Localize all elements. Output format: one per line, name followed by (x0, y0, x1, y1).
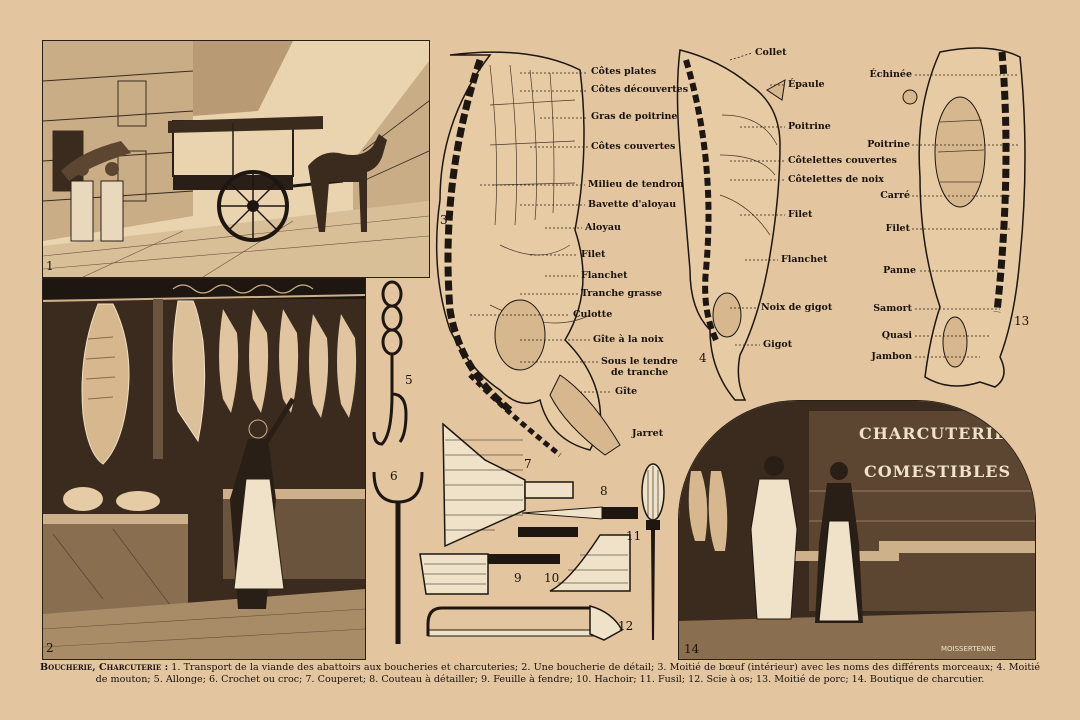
illustration-hachoir (518, 527, 631, 592)
illustration-allonge-hook (372, 280, 408, 446)
beef-label-jarret: Jarret (632, 428, 664, 439)
beef-label-cotes-plates: Côtes plates (591, 66, 657, 77)
beef-label-aloyau: Aloyau (585, 222, 621, 233)
figure-number-9: 9 (514, 571, 522, 585)
figure-number-13: 13 (1014, 314, 1030, 328)
pork-label-jambon: Jambon (871, 351, 912, 362)
pork-label-poitrine: Poitrine (867, 139, 910, 150)
pork-label-panne: Panne (883, 265, 916, 276)
beef-label-gras-de-poitrine: Gras de poitrine (591, 111, 678, 122)
figure-number-2: 2 (46, 641, 54, 655)
figure-number-14: 14 (684, 642, 700, 656)
illustration-fusil (641, 463, 665, 640)
illustration-couteau-a-detailler (521, 506, 638, 520)
shop-sign-comestibles: COMESTIBLES (864, 462, 1011, 481)
pork-label-filet: Filet (885, 223, 910, 234)
illustration-couperet (442, 422, 574, 548)
illustration-charcuterie-shop: CHARCUTERIE COMESTIBLES MOISSERTENNE (679, 401, 1035, 659)
beef-label-tranche-grasse: Tranche grasse (581, 288, 663, 299)
artist-signature: MOISSERTENNE (941, 645, 996, 653)
figure-number-1: 1 (46, 259, 54, 273)
illustration-half-pork (902, 47, 1026, 388)
mutton-label-flanchet: Flanchet (781, 254, 828, 265)
figure-number-11: 11 (626, 529, 642, 543)
panel-transport (42, 40, 430, 278)
illustration-half-beef (435, 51, 621, 457)
plate-caption: Boucherie, Charcuterie : 1. Transport de… (40, 662, 1040, 685)
panel-butcher-shop (42, 278, 366, 660)
beef-label-cotes-couvertes: Côtes couvertes (591, 141, 676, 152)
caption-lead: Boucherie, Charcuterie : (40, 662, 169, 673)
beef-label-milieu-de-tendron: Milieu de tendron (588, 179, 684, 190)
beef-label-de-tranche: de tranche (611, 367, 669, 378)
mutton-label-gigot: Gigot (763, 339, 793, 350)
beef-label-cotes-decouvertes: Côtes découvertes (591, 84, 689, 95)
pork-label-samort: Samort (873, 303, 912, 314)
illustration-butcher-shop (43, 279, 365, 659)
panel-charcuterie-shop: CHARCUTERIE COMESTIBLES MOISSERTENNE (678, 400, 1036, 660)
mutton-label-collet: Collet (755, 47, 787, 58)
mutton-label-cotelettes-de-noix: Côtelettes de noix (788, 174, 884, 185)
beef-label-gite: Gîte (615, 386, 638, 397)
figure-number-3: 3 (440, 213, 448, 227)
illustration-transport-cart (43, 41, 429, 277)
figure-number-7: 7 (524, 457, 532, 471)
figure-number-12: 12 (618, 619, 634, 633)
mutton-label-noix-de-gigot: Noix de gigot (761, 302, 833, 313)
caption-text: 1. Transport de la viande des abattoirs … (95, 662, 1040, 685)
figure-number-4: 4 (699, 351, 707, 365)
illustration-scie-a-os (426, 605, 624, 641)
beef-label-bavette-d-aloyau: Bavette d'aloyau (588, 199, 677, 210)
mutton-label-cotelettes-couvertes: Côtelettes couvertes (788, 155, 897, 166)
illustration-crochet-croc (372, 471, 424, 644)
mutton-label-filet: Filet (788, 209, 813, 220)
figure-number-8: 8 (600, 484, 608, 498)
pork-label-carre: Carré (880, 190, 910, 201)
beef-label-gite-a-la-noix: Gîte à la noix (593, 334, 664, 345)
beef-label-culotte: Culotte (573, 309, 613, 320)
beef-label-flanchet: Flanchet (581, 270, 628, 281)
figure-number-10: 10 (544, 571, 560, 585)
beef-label-sous-le-tendre: Sous le tendre (601, 356, 678, 367)
mutton-label-poitrine: Poitrine (788, 121, 831, 132)
illustration-half-mutton (676, 49, 786, 401)
pork-label-quasi: Quasi (881, 330, 912, 341)
beef-label-filet: Filet (581, 249, 606, 260)
shop-sign-charcuterie: CHARCUTERIE (859, 424, 1007, 443)
mutton-label-epaule: Épaule (788, 79, 825, 90)
figure-number-6: 6 (390, 469, 398, 483)
pork-label-echinee: Échinée (869, 69, 912, 80)
figure-number-5: 5 (405, 373, 413, 387)
illustration-feuille-a-fendre (419, 553, 560, 595)
